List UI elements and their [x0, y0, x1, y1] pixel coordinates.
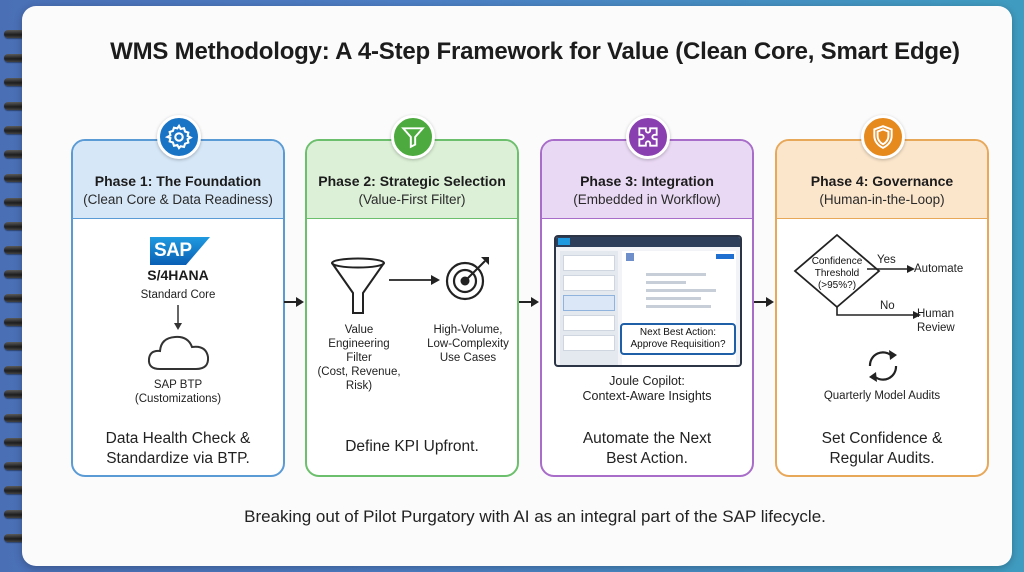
puzzle-icon	[626, 115, 670, 159]
phase-1-title: Phase 1: The Foundation	[94, 173, 262, 189]
funnel-icon	[391, 115, 435, 159]
automate-label: Automate	[914, 263, 964, 275]
standard-core-label: Standard Core	[140, 289, 216, 301]
use-cases-label: High-Volume, Low-Complexity Use Cases	[427, 324, 509, 364]
phase-4-summary: Set Confidence & Regular Audits.	[821, 430, 943, 467]
shield-icon	[861, 115, 905, 159]
arrow-right-icon	[389, 275, 440, 285]
no-label: No	[880, 300, 895, 312]
human-review-label: Human Review	[917, 308, 955, 334]
arrow-right-icon	[284, 297, 304, 307]
confidence-threshold-label: Confidence Threshold (>95%?)	[811, 256, 863, 291]
arrow-right-icon	[754, 297, 774, 307]
phase-1-summary: Data Health Check & Standardize via BTP.	[105, 430, 251, 467]
filter-funnel-icon	[331, 257, 385, 314]
gear-icon	[157, 115, 201, 159]
phase-1-card: Phase 1: The Foundation (Clean Core & Da…	[71, 115, 285, 477]
refresh-cycle-icon	[868, 350, 898, 382]
phase-3-subtitle: (Embedded in Workflow)	[573, 192, 721, 207]
btp-label: SAP BTP (Customizations)	[134, 379, 222, 405]
phase-4-title: Phase 4: Governance	[810, 173, 954, 189]
yes-label: Yes	[877, 254, 896, 266]
phase-2-card: Phase 2: Strategic Selection (Value-Firs…	[305, 115, 519, 477]
phase-2-summary: Define KPI Upfront.	[345, 438, 479, 455]
page-title: WMS Methodology: A 4-Step Framework for …	[110, 38, 960, 65]
phase-2-subtitle: (Value-First Filter)	[358, 192, 466, 207]
arrow-right-icon	[519, 297, 539, 307]
quarterly-audits-label: Quarterly Model Audits	[823, 390, 941, 402]
phase-1-subtitle: (Clean Core & Data Readiness)	[83, 192, 273, 207]
phase-3-summary: Automate the Next Best Action.	[582, 430, 712, 467]
phase-4-card: Phase 4: Governance (Human-in-the-Loop) …	[775, 115, 989, 477]
phase-4-subtitle: (Human-in-the-Loop)	[819, 192, 945, 207]
cloud-icon	[147, 335, 210, 370]
footer-caption: Breaking out of Pilot Purgatory with AI …	[244, 507, 826, 526]
s4hana-label: S/4HANA	[147, 267, 209, 283]
phase-3-title: Phase 3: Integration	[580, 173, 714, 189]
value-engineering-filter-label: Value Engineering Filter (Cost, Revenue,…	[317, 324, 401, 392]
phase-2-title: Phase 2: Strategic Selection	[318, 173, 506, 189]
decision-flow	[793, 233, 921, 319]
phase-3-card: Phase 3: Integration (Embedded in Workfl…	[540, 115, 754, 477]
next-best-action-callout: Next Best Action: Approve Requisition?	[620, 323, 736, 355]
down-arrow-icon	[174, 305, 182, 330]
joule-copilot-caption: Joule Copilot: Context-Aware Insights	[582, 374, 712, 403]
target-icon	[445, 257, 489, 301]
sap-logo: SAP	[150, 237, 210, 265]
